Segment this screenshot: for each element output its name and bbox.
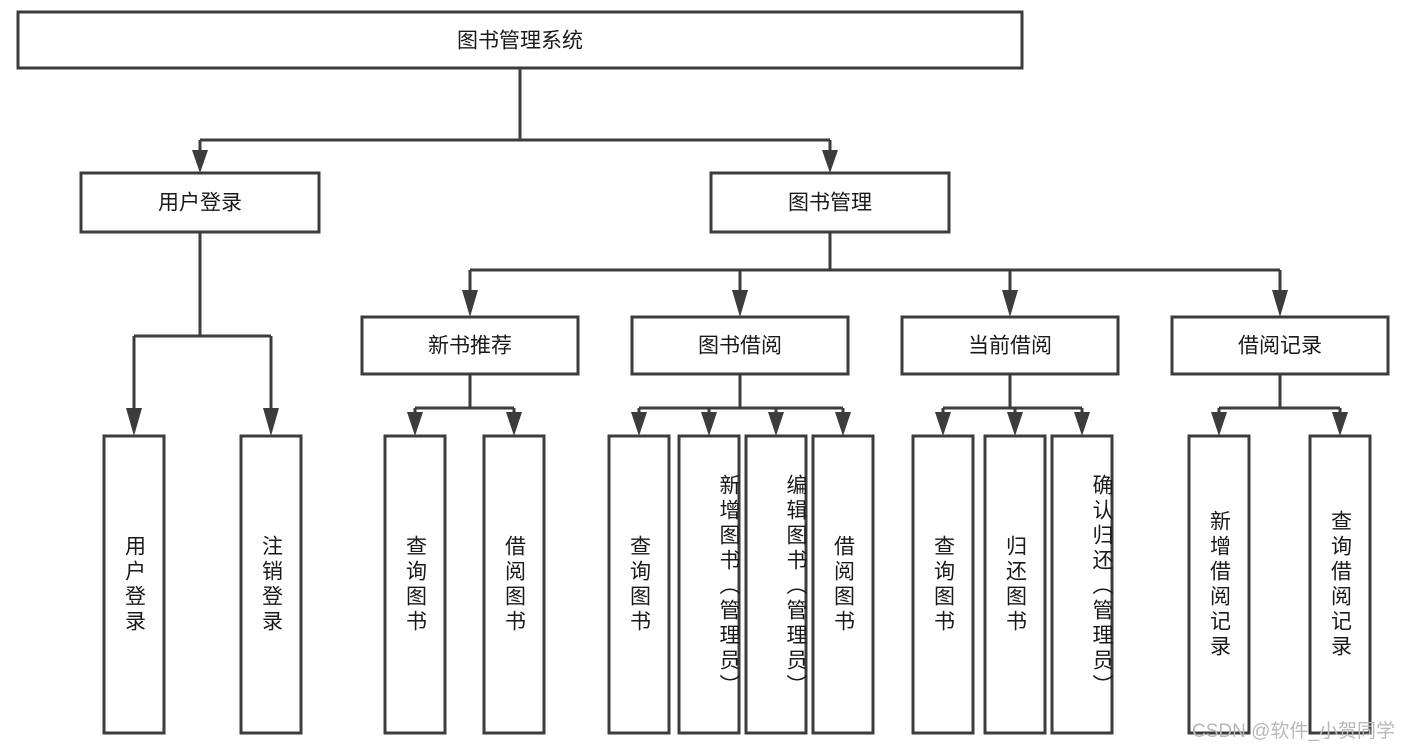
leaf-box-add-book[interactable] (677, 434, 741, 735)
node-new-book-recommend[interactable]: 新书推荐 (360, 315, 580, 376)
arrow-nbr-to-borrow-book (506, 412, 522, 436)
arrow-to-book-borrow (732, 290, 748, 317)
current-borrow-box[interactable] (900, 315, 1120, 376)
arrow-to-borrow-record (1272, 290, 1288, 317)
current-borrow-label: 当前借阅 (968, 335, 1052, 358)
arrow-cb-to-confirm-return (1074, 412, 1090, 436)
borrow-record-box[interactable] (1170, 315, 1390, 376)
book-borrow-box[interactable] (630, 315, 850, 376)
arrow-bb-to-edit-book (768, 412, 784, 436)
leaf-box-logout[interactable] (239, 434, 303, 735)
arrow-to-current-borrow (1002, 290, 1018, 317)
leaf-box-confirm-return[interactable] (1050, 434, 1114, 735)
book-borrow-label: 图书借阅 (698, 335, 782, 358)
node-root[interactable]: 图书管理系统 (16, 10, 1024, 70)
borrow-record-label: 借阅记录 (1238, 335, 1322, 358)
leaf-box-return-book[interactable] (983, 434, 1047, 735)
user-login-box[interactable] (79, 171, 321, 234)
arrow-to-leaf-user-login (126, 408, 142, 436)
node-book-management[interactable]: 图书管理 (709, 171, 951, 234)
leaf-box-query-book-nbr[interactable] (383, 434, 447, 735)
arrow-cb-to-query-book (935, 412, 951, 436)
leaf-box-edit-book[interactable] (744, 434, 808, 735)
leaf-box-query-book-bb[interactable] (607, 434, 671, 735)
leaf-box-add-record[interactable] (1187, 434, 1251, 735)
new-book-recommend-label: 新书推荐 (428, 335, 512, 358)
arrow-root-to-user-login (192, 150, 208, 173)
node-user-login[interactable]: 用户登录 (79, 171, 321, 234)
leaf-box-borrow-book-bb[interactable] (811, 434, 875, 735)
node-book-borrow[interactable]: 图书借阅 (630, 315, 850, 376)
user-login-label: 用户登录 (158, 192, 242, 215)
arrow-bb-to-add-book (701, 412, 717, 436)
arrow-bb-to-borrow-book (835, 412, 851, 436)
arrow-to-leaf-logout (263, 408, 279, 436)
arrow-br-to-query-record (1332, 412, 1348, 436)
book-management-box[interactable] (709, 171, 951, 234)
book-management-label: 图书管理 (788, 192, 872, 215)
root-box[interactable] (16, 10, 1024, 70)
root-label: 图书管理系统 (457, 30, 583, 53)
connector-layer (126, 68, 1348, 436)
leaf-box-user-login[interactable] (102, 434, 166, 735)
node-current-borrow[interactable]: 当前借阅 (900, 315, 1120, 376)
leaf-box-query-record[interactable] (1308, 434, 1372, 735)
leaf-box-query-book-cb[interactable] (911, 434, 975, 735)
leaf-layer (102, 434, 1372, 735)
new-book-recommend-box[interactable] (360, 315, 580, 376)
arrow-br-to-add-record (1211, 412, 1227, 436)
arrow-to-new-book-rec (462, 290, 478, 317)
arrow-nbr-to-query-book (407, 412, 423, 436)
node-borrow-record[interactable]: 借阅记录 (1170, 315, 1390, 376)
arrow-bb-to-query-book (631, 412, 647, 436)
leaf-box-borrow-book-nbr[interactable] (482, 434, 546, 735)
arrow-root-to-book-mgmt (822, 150, 838, 173)
arrow-cb-to-return-book (1007, 412, 1023, 436)
